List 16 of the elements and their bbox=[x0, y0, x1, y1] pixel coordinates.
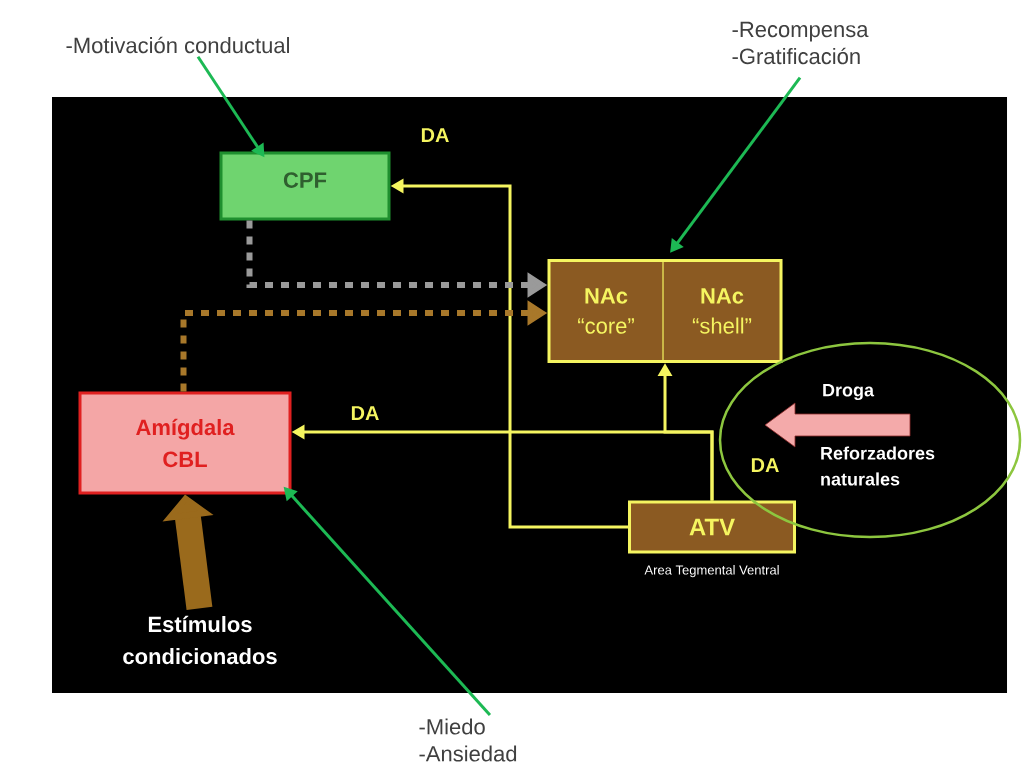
region-box: ATV bbox=[628, 500, 796, 554]
signal-label: DA bbox=[421, 128, 449, 142]
annotation-text: -Miedo -Ansiedad bbox=[419, 718, 517, 762]
caption-text: Area Tegmental Ventral bbox=[644, 565, 779, 578]
region-box bbox=[547, 259, 783, 363]
annotation-text: -Recompensa -Gratificación bbox=[732, 21, 869, 65]
stimulus-text: Estímulos condicionados bbox=[123, 615, 277, 665]
signal-label: DA bbox=[351, 406, 379, 420]
region-box: CPF bbox=[219, 151, 391, 221]
ellipse-label: Reforzadores naturales bbox=[821, 446, 935, 486]
region-label: NAc “shell” bbox=[692, 288, 752, 334]
region-label: NAc “core” bbox=[578, 288, 634, 334]
annotation-text: -Motivación conductual bbox=[66, 36, 289, 54]
region-box: Amígdala CBL bbox=[78, 391, 292, 495]
signal-label: DA bbox=[751, 458, 779, 472]
ellipse-label: Droga bbox=[823, 383, 875, 401]
